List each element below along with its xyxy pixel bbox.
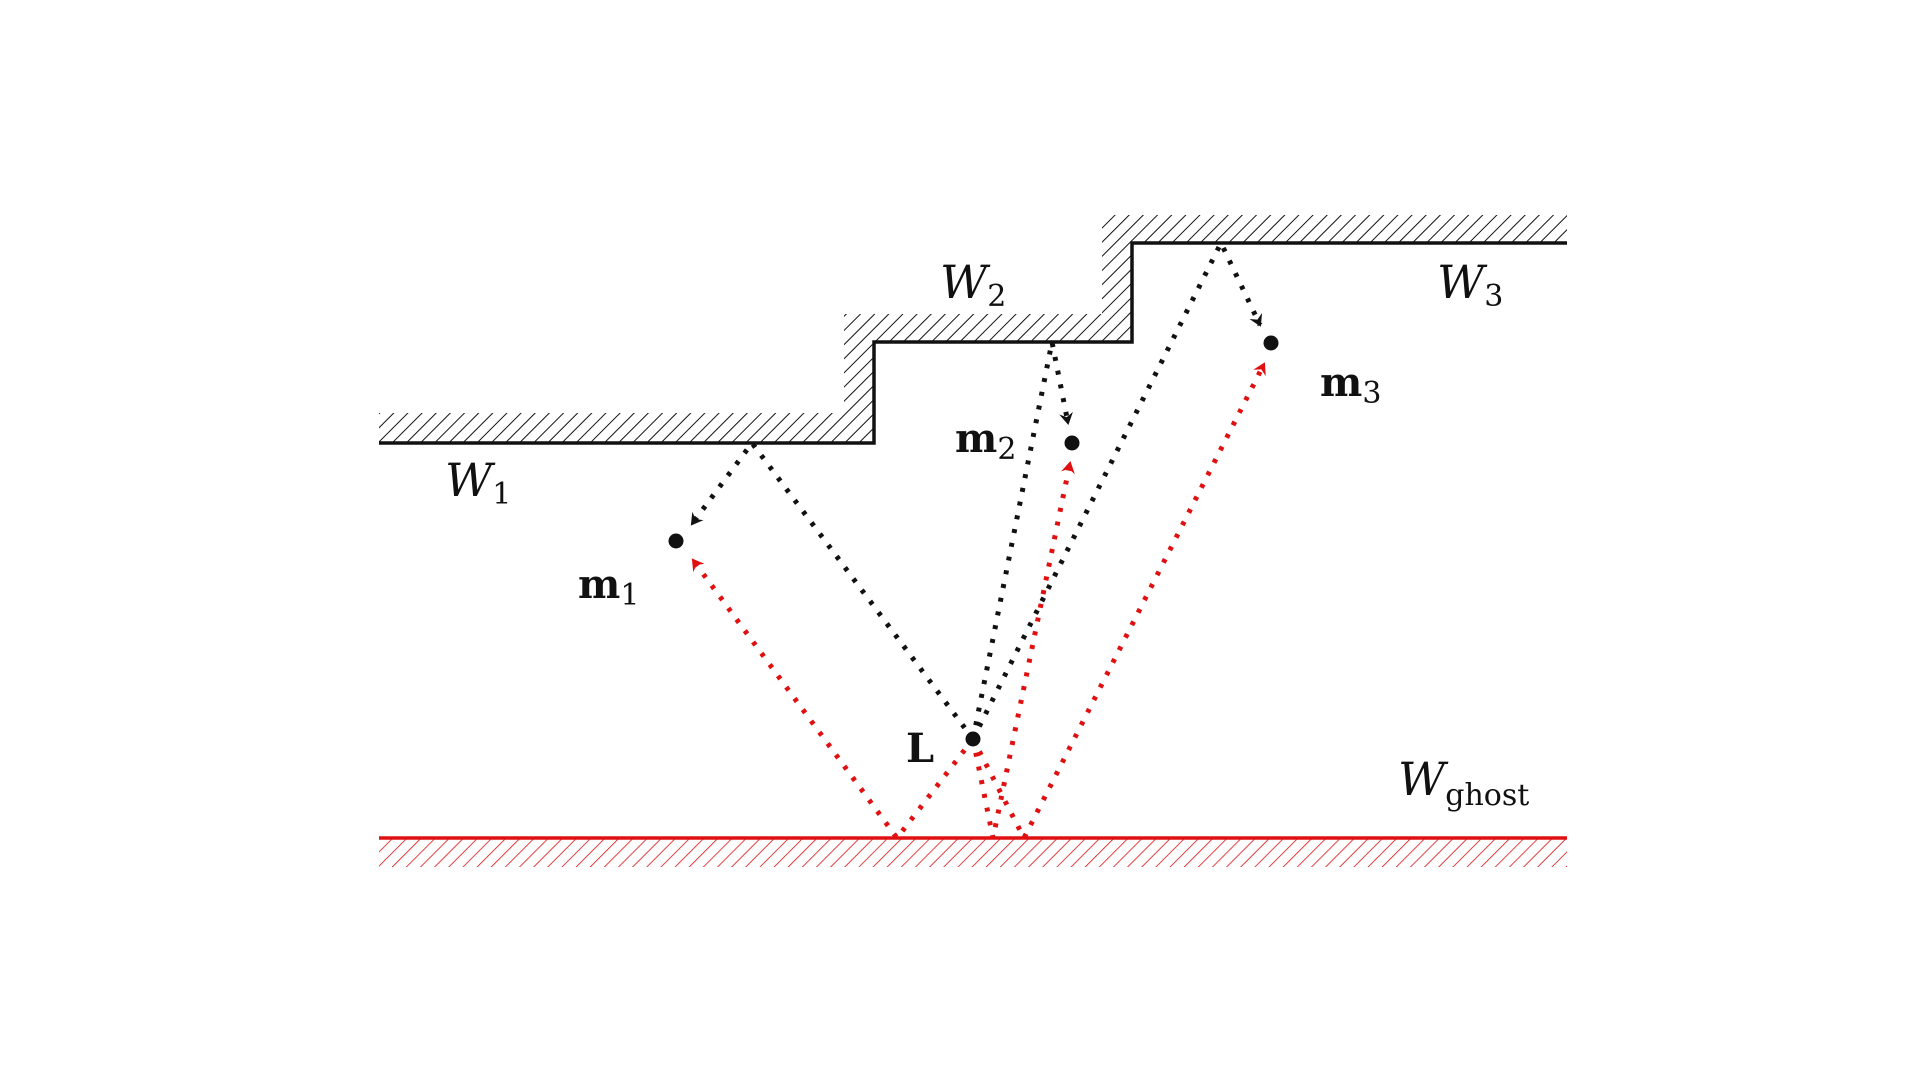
path-l-ghost-m2 (970, 461, 1075, 839)
label-m3: m3 (1320, 359, 1381, 411)
path-l-w2-m2 (970, 341, 1073, 740)
ghost-wall-hatch (379, 838, 1567, 867)
point-m1 (668, 533, 684, 549)
path-l-ghost-m3 (970, 362, 1267, 844)
ghost-wall (379, 836, 1567, 867)
point-l (965, 731, 981, 747)
black-paths (689, 237, 1263, 741)
label-m2: m2 (955, 415, 1016, 467)
points (668, 335, 1279, 747)
path-l-w1-m1 (689, 438, 976, 741)
label-m1: m1 (578, 561, 639, 613)
label-l: L (906, 725, 934, 772)
wall-w3-hatch (1132, 215, 1567, 243)
path-l-ghost-m1 (690, 558, 975, 843)
wall-w1-hatch (379, 314, 874, 443)
wall-outline (379, 241, 1567, 445)
label-w1: W1 (445, 453, 511, 512)
path-l-w3-m3 (970, 237, 1263, 741)
label-wghost: Wghost (1398, 752, 1529, 813)
point-m3 (1263, 335, 1279, 351)
stepped-wall (379, 215, 1567, 445)
point-m2 (1064, 435, 1080, 451)
label-w3: W3 (1437, 255, 1503, 314)
red-paths (690, 362, 1267, 844)
wall-w2-hatch (874, 215, 1132, 342)
label-w2: W2 (940, 255, 1006, 314)
